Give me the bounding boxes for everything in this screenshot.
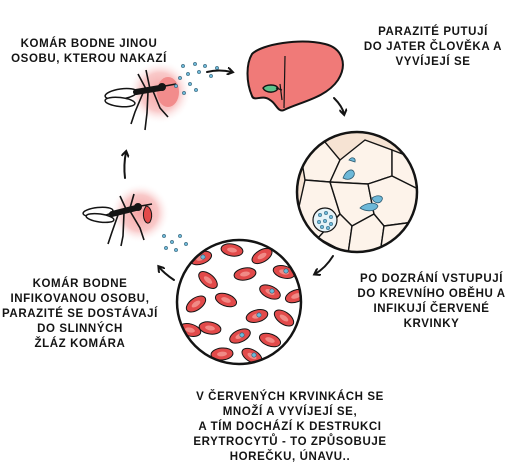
red-blood-cell-center	[257, 252, 267, 260]
liver-icon	[246, 40, 344, 112]
blood-cells-icon	[175, 238, 303, 366]
red-blood-cell-center	[191, 300, 201, 308]
step-caption-enter-bloodstream: Po dozrání vstupují do krevního oběhu a …	[357, 273, 506, 330]
red-blood-cell-center	[291, 293, 301, 299]
step-caption-mosquito-bites-new-host: Komár bodne jinou osobu, kterou nakazí	[11, 38, 167, 65]
step-caption-parasites-to-liver: Parazité putují do jater člověka a vyvíj…	[363, 26, 503, 68]
red-blood-cell-center	[265, 337, 275, 343]
parasite-in-cell	[251, 352, 257, 358]
red-blood-cell-center	[240, 271, 250, 277]
liver-cells-icon	[295, 130, 419, 254]
parasite-in-cell	[283, 268, 289, 274]
step-caption-mosquito-bites-infected: Komár bodne infikovanou osobu, parazité …	[2, 278, 158, 350]
parasite-in-cell	[269, 288, 275, 294]
red-blood-cell-center	[217, 351, 227, 357]
red-blood-cell-center	[227, 247, 237, 253]
parasite-in-cell	[200, 254, 206, 260]
red-blood-cell-center	[221, 297, 231, 303]
mosquito-icon-bottom	[82, 183, 188, 252]
step-caption-multiply-in-red-cells: V červených krvinkách se množí a vyvíjej…	[193, 391, 387, 463]
red-blood-cell-center	[203, 276, 213, 284]
parasite-in-cell	[256, 312, 262, 318]
mosquito-icon-top	[104, 60, 219, 131]
red-blood-cell-center	[205, 325, 215, 331]
red-blood-cell-center	[279, 314, 289, 322]
cycle-arrow-icon	[124, 71, 344, 281]
parasite-in-cell	[239, 332, 245, 338]
red-blood-cell-center	[185, 327, 195, 333]
